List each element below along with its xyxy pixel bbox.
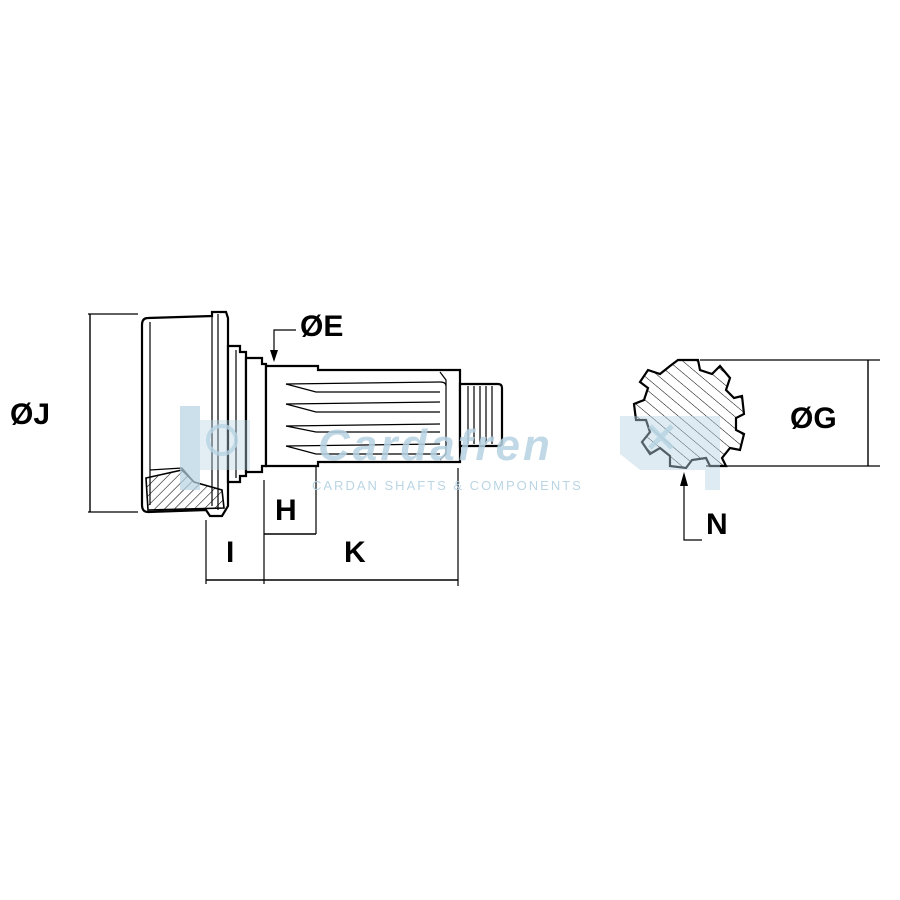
watermark-logo [180, 406, 720, 490]
label-n: N [706, 508, 728, 541]
label-i: I [226, 536, 234, 569]
watermark-tagline: CARDAN SHAFTS & COMPONENTS [312, 478, 583, 493]
splines [285, 371, 447, 461]
label-og: ØG [790, 402, 837, 435]
label-oj: ØJ [10, 398, 50, 431]
label-k: K [344, 536, 366, 569]
watermark-brand: Cardafren [318, 421, 553, 470]
label-oe: ØE [300, 310, 343, 343]
label-h: H [275, 494, 297, 527]
dimension-lines [88, 313, 459, 586]
thread-lines [467, 386, 493, 444]
